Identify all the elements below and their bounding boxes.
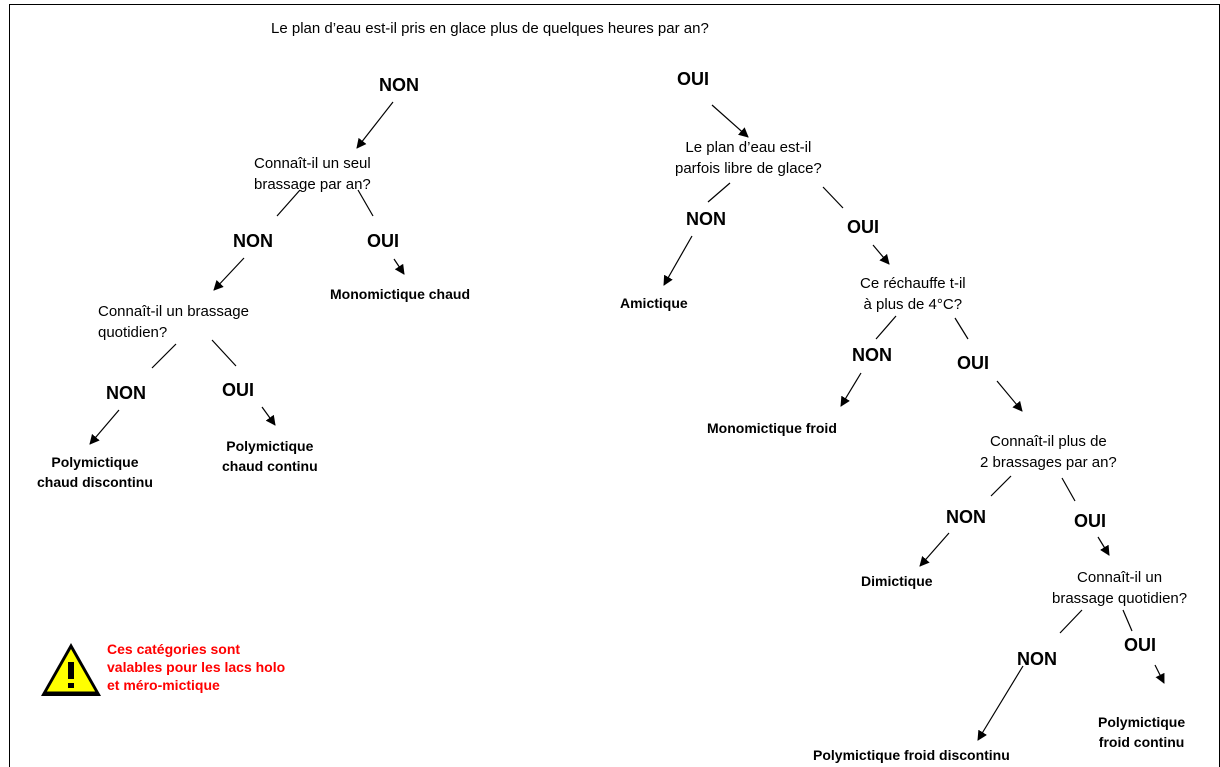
question-daily-mixing-warm-line1: Connaît-il un brassage	[98, 303, 249, 320]
warning-triangle-icon	[41, 643, 101, 696]
warning-note-line2: valables pour les lacs holo	[107, 659, 286, 675]
question-daily-mixing-cold: Connaît-il un brassage quotidien?	[1052, 567, 1187, 609]
arrow-oui-7	[1154, 664, 1165, 684]
answer-non-2: NON	[233, 231, 273, 251]
answer-oui-7: OUI	[1124, 635, 1157, 655]
answer-non-5: NON	[852, 345, 892, 365]
arrow-non-6	[919, 532, 950, 567]
question-ice-free-line2: parfois libre de glace?	[675, 160, 822, 177]
line-q7-non	[1059, 609, 1083, 634]
arrow-non-2	[213, 257, 245, 291]
result-monomictique-froid: Monomictique froid	[707, 420, 837, 436]
result-polymictique-froid-continu-line1: Polymictique	[1098, 714, 1186, 730]
answer-oui-3: OUI	[222, 380, 255, 400]
arrow-non-5	[840, 372, 862, 407]
question-single-mixing-line2: brassage par an?	[254, 176, 371, 193]
question-ice-cover: Le plan d’eau est-il pris en glace plus …	[271, 20, 709, 37]
line-q4-non	[707, 182, 731, 203]
line-q6-oui	[1061, 477, 1076, 502]
result-polymictique-chaud-continu-line1: Polymictique	[226, 438, 314, 454]
result-dimictique: Dimictique	[861, 573, 933, 589]
line-q3-oui	[211, 339, 237, 367]
warning-note-line3: et méro-mictique	[107, 677, 220, 693]
question-single-mixing: Connaît-il un seul brassage par an?	[254, 153, 371, 195]
arrow-oui-3	[261, 406, 276, 426]
result-polymictique-froid-continu: Polymictique froid continu	[1098, 712, 1185, 752]
result-polymictique-chaud-continu-line2: chaud continu	[222, 458, 318, 474]
arrow-oui-2	[393, 258, 405, 275]
warning-note-line1: Ces catégories sont	[107, 641, 241, 657]
result-polymictique-chaud-discontinu-line1: Polymictique	[51, 454, 139, 470]
answer-oui-2: OUI	[367, 231, 400, 251]
answer-non-4: NON	[686, 209, 726, 229]
question-warms-above-4c-line1: Ce réchauffe t-il	[860, 275, 966, 292]
arrow-oui-4	[872, 244, 890, 265]
result-monomictique-chaud: Monomictique chaud	[330, 286, 470, 302]
result-amictique: Amictique	[620, 295, 688, 311]
question-ice-free: Le plan d’eau est-il parfois libre de gl…	[675, 137, 822, 179]
result-polymictique-chaud-discontinu: Polymictique chaud discontinu	[37, 452, 153, 492]
question-more-than-two-mixings-line1: Connaît-il plus de	[990, 433, 1107, 450]
line-q7-oui	[1122, 609, 1133, 632]
line-q2-oui	[357, 189, 374, 217]
answer-non-3: NON	[106, 383, 146, 403]
warning-note: Ces catégories sont valables pour les la…	[107, 640, 337, 694]
answer-non-7: NON	[1017, 649, 1057, 669]
question-daily-mixing-warm: Connaît-il un brassage quotidien?	[98, 301, 249, 343]
line-q2-non	[276, 189, 301, 217]
question-daily-mixing-cold-line2: brassage quotidien?	[1052, 590, 1188, 607]
line-q6-non	[990, 475, 1012, 497]
question-warms-above-4c-line2: à plus de 4°C?	[863, 296, 963, 313]
line-q3-non	[151, 343, 177, 369]
answer-non-6: NON	[946, 507, 986, 527]
question-single-mixing-line1: Connaît-il un seul	[254, 155, 371, 172]
question-daily-mixing-warm-line2: quotidien?	[98, 324, 168, 341]
result-polymictique-chaud-discontinu-line2: chaud discontinu	[37, 474, 153, 490]
question-ice-free-line1: Le plan d’eau est-il	[685, 139, 812, 156]
answer-oui-5: OUI	[957, 353, 990, 373]
result-polymictique-chaud-continu: Polymictique chaud continu	[222, 436, 318, 476]
arrow-non-3	[89, 409, 120, 445]
question-warms-above-4c: Ce réchauffe t-il à plus de 4°C?	[860, 273, 966, 315]
arrow-oui-6	[1097, 536, 1110, 556]
result-polymictique-froid-discontinu: Polymictique froid discontinu	[813, 747, 1010, 763]
answer-non-1: NON	[379, 75, 419, 95]
answer-oui-1: OUI	[677, 69, 710, 89]
answer-oui-6: OUI	[1074, 511, 1107, 531]
line-q4-oui	[822, 186, 844, 209]
arrow-oui-1	[711, 104, 749, 138]
result-polymictique-froid-continu-line2: froid continu	[1098, 734, 1185, 750]
arrow-non-7	[977, 665, 1024, 741]
line-q5-non	[875, 315, 897, 340]
arrow-non-4	[663, 235, 693, 286]
arrow-non-1	[356, 101, 394, 149]
arrow-oui-5	[996, 380, 1023, 412]
question-daily-mixing-cold-line1: Connaît-il un	[1077, 569, 1163, 586]
question-more-than-two-mixings-line2: 2 brassages par an?	[980, 454, 1117, 471]
line-q5-oui	[954, 317, 969, 340]
question-more-than-two-mixings: Connaît-il plus de 2 brassages par an?	[980, 431, 1117, 473]
answer-oui-4: OUI	[847, 217, 880, 237]
